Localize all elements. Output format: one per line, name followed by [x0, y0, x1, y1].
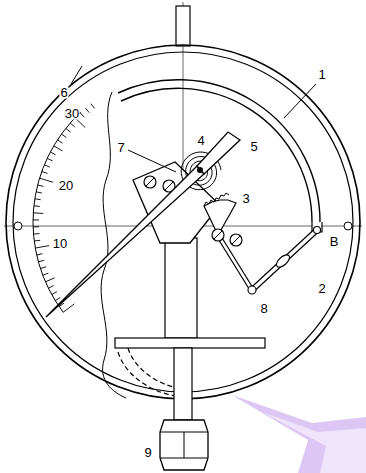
callout-number: 3 — [241, 192, 250, 205]
scale-tick — [33, 226, 39, 227]
scale-tick — [33, 212, 43, 214]
pointer-needle — [46, 166, 204, 317]
scale-tick — [66, 128, 71, 132]
scale-tick — [45, 278, 54, 282]
tube-lower — [128, 348, 178, 388]
callout-number: 6 — [59, 86, 68, 99]
leader-line — [284, 84, 316, 118]
screw — [214, 231, 222, 239]
point-letter: B — [329, 235, 340, 248]
pointer-pivot — [197, 167, 203, 173]
socket-stem — [174, 348, 192, 420]
callout-number: 1 — [317, 68, 326, 81]
callout-number: 9 — [143, 446, 152, 459]
callout-number: 2 — [317, 282, 326, 295]
screw — [144, 176, 156, 188]
scale-tick — [91, 104, 95, 109]
scale-tick — [85, 108, 89, 113]
socket-nut — [160, 420, 208, 470]
scale-tick — [34, 205, 40, 207]
scale-tick — [37, 254, 43, 255]
scale-tick — [52, 292, 57, 295]
sector-arm — [218, 235, 252, 290]
case-screw — [14, 222, 22, 230]
scale-tick — [40, 267, 46, 269]
scale-tick — [50, 152, 55, 155]
scale-tick — [43, 273, 49, 275]
leader-line — [71, 66, 82, 84]
connecting-link — [252, 230, 317, 290]
scale-tick — [61, 134, 66, 138]
scale-tick — [42, 171, 48, 173]
callout-number: 4 — [196, 134, 205, 147]
screw — [212, 229, 224, 241]
scale-number: 10 — [52, 237, 68, 250]
scale-tick — [44, 165, 50, 167]
screw — [165, 182, 173, 190]
case-screw — [344, 222, 352, 230]
scale-tick — [33, 233, 39, 234]
scale-arc — [33, 112, 81, 312]
scale-tick — [35, 246, 49, 248]
connecting-link — [252, 230, 317, 290]
scale-number: 20 — [58, 179, 74, 192]
link-pin — [314, 227, 321, 234]
decor-shape — [232, 395, 366, 473]
scale-number: 30 — [64, 107, 80, 120]
socket-nut — [184, 432, 185, 458]
scale-tick — [36, 192, 42, 193]
scale-tick — [35, 198, 41, 200]
decor-shape — [262, 412, 366, 473]
gauge-case — [6, 45, 360, 399]
pointer-tail — [197, 132, 240, 174]
scale-tick — [40, 178, 53, 182]
leader-line — [128, 150, 176, 172]
screw — [232, 236, 240, 244]
scale-tick — [34, 240, 40, 242]
scale-tick — [80, 113, 84, 117]
link-slot — [274, 253, 291, 270]
scale-tick — [47, 158, 52, 161]
sector-arm — [218, 235, 252, 290]
scale-tick — [54, 146, 63, 151]
screw — [146, 178, 154, 186]
gauge-case — [13, 52, 353, 392]
scale-tick — [70, 123, 75, 127]
scale-tick — [48, 286, 53, 289]
scale-tick — [63, 304, 74, 312]
scale-tick — [57, 140, 62, 143]
scale-tick — [55, 297, 60, 300]
callout-number: 5 — [249, 140, 258, 153]
scale-tick — [33, 219, 39, 220]
callout-number: 8 — [259, 302, 268, 315]
screw — [230, 234, 242, 246]
scale-tick — [38, 260, 44, 262]
link-pin — [248, 286, 256, 294]
callout-number: 7 — [116, 141, 125, 154]
base-plate — [115, 338, 265, 348]
support-pillar — [165, 238, 197, 338]
scale-tick — [38, 185, 44, 186]
case-lug — [176, 6, 190, 46]
gear-teeth — [204, 193, 229, 206]
